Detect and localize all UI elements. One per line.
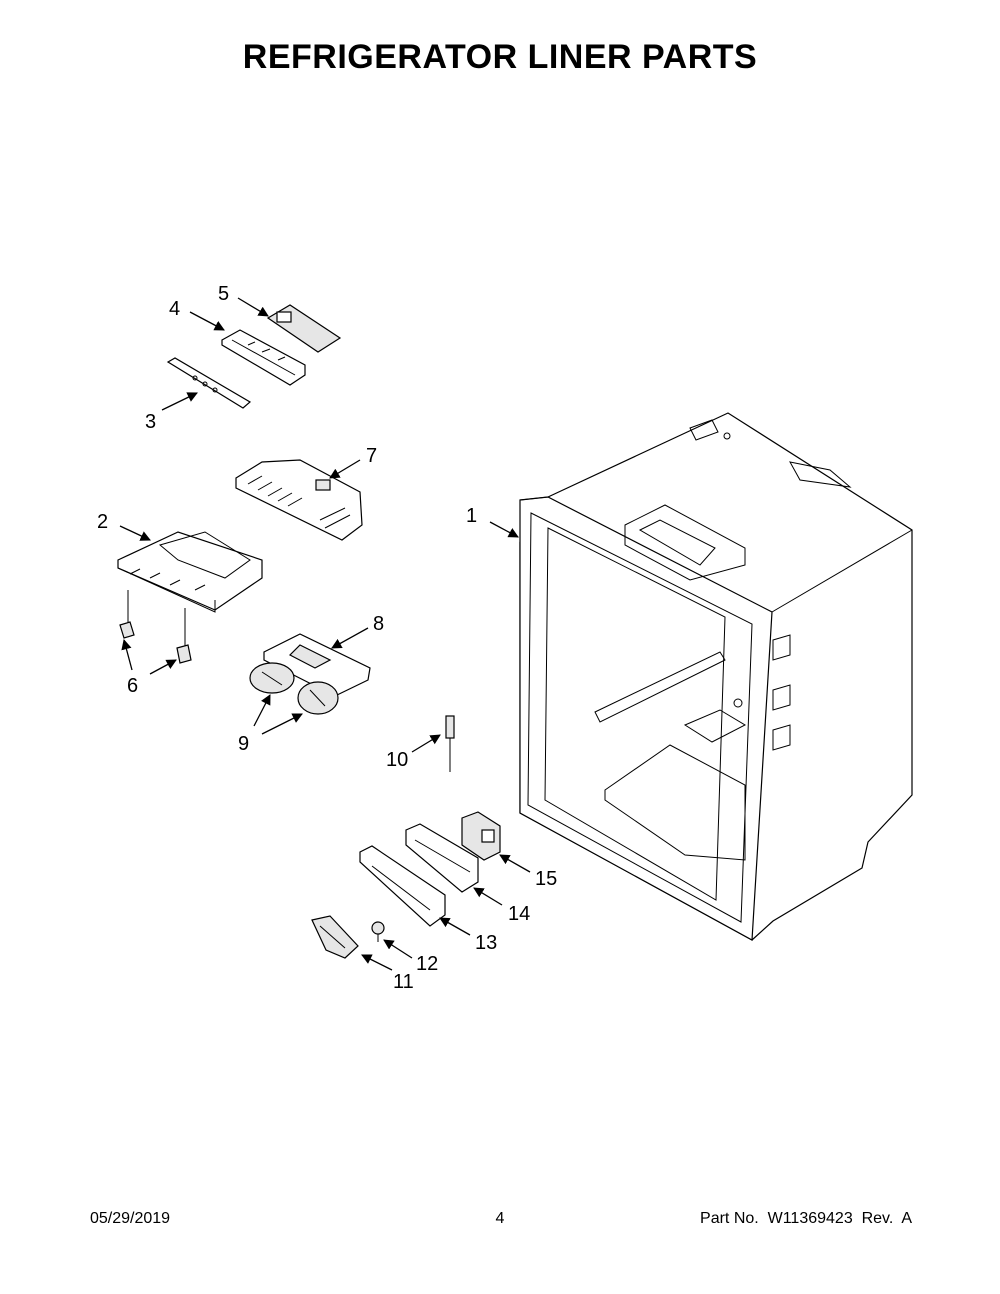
callout-14: 14 (508, 903, 530, 925)
leader-6a (121, 638, 133, 671)
leader-6b (149, 659, 177, 675)
part-7-diffuser-cover (235, 459, 363, 541)
callout-10: 10 (386, 749, 408, 771)
leader-10 (411, 734, 441, 753)
part-13-cover (359, 845, 446, 927)
leader-2 (119, 525, 151, 541)
callout-9: 9 (238, 733, 249, 755)
part-1-liner (519, 412, 913, 941)
leader-12 (383, 939, 413, 959)
part-8-light-housing (263, 633, 371, 697)
part-11-trim (311, 915, 359, 959)
leader-11 (361, 954, 393, 971)
footer-part-number: Part No. W11369423 Rev. A (700, 1210, 912, 1227)
leader-4 (189, 311, 225, 331)
callout-2: 2 (97, 511, 108, 533)
leader-3 (161, 392, 198, 411)
callout-labels: 1 2 3 4 5 6 7 8 9 10 11 12 13 14 15 (97, 283, 557, 993)
part-4-ui-housing (221, 329, 306, 386)
leader-15 (499, 854, 531, 873)
callout-6: 6 (127, 675, 138, 697)
leader-9b (261, 713, 303, 735)
part-14-bracket (405, 823, 479, 893)
callout-15: 15 (535, 868, 557, 890)
callout-5: 5 (218, 283, 229, 305)
callout-7: 7 (366, 445, 377, 467)
leader-13 (439, 917, 471, 936)
part-12-screw (371, 921, 385, 942)
leader-arrows (119, 297, 531, 971)
leader-5 (237, 297, 269, 317)
part-6-switches (119, 621, 192, 664)
part-10-thermistor (445, 715, 455, 772)
leader-1 (489, 521, 519, 538)
footer-page-number: 4 (495, 1210, 505, 1227)
callout-8: 8 (373, 613, 384, 635)
footer-date: 05/29/2019 (90, 1210, 171, 1227)
callout-12: 12 (416, 953, 438, 975)
page-title: REFRIGERATOR LINER PARTS (242, 38, 758, 76)
part-3-control-overlay (166, 357, 252, 409)
leader-14 (473, 887, 503, 906)
callout-4: 4 (169, 298, 180, 320)
leader-8 (331, 627, 369, 649)
callout-1: 1 (466, 505, 477, 527)
part-9-fan-assemblies (249, 662, 339, 715)
part-5-control-board (266, 304, 342, 353)
part-2-control-housing (117, 531, 263, 648)
part-15-motor-assembly (461, 811, 501, 861)
callout-13: 13 (475, 932, 497, 954)
callout-11: 11 (393, 971, 414, 993)
leader-9a (253, 694, 271, 727)
callout-3: 3 (145, 411, 156, 433)
leader-7 (329, 459, 361, 479)
